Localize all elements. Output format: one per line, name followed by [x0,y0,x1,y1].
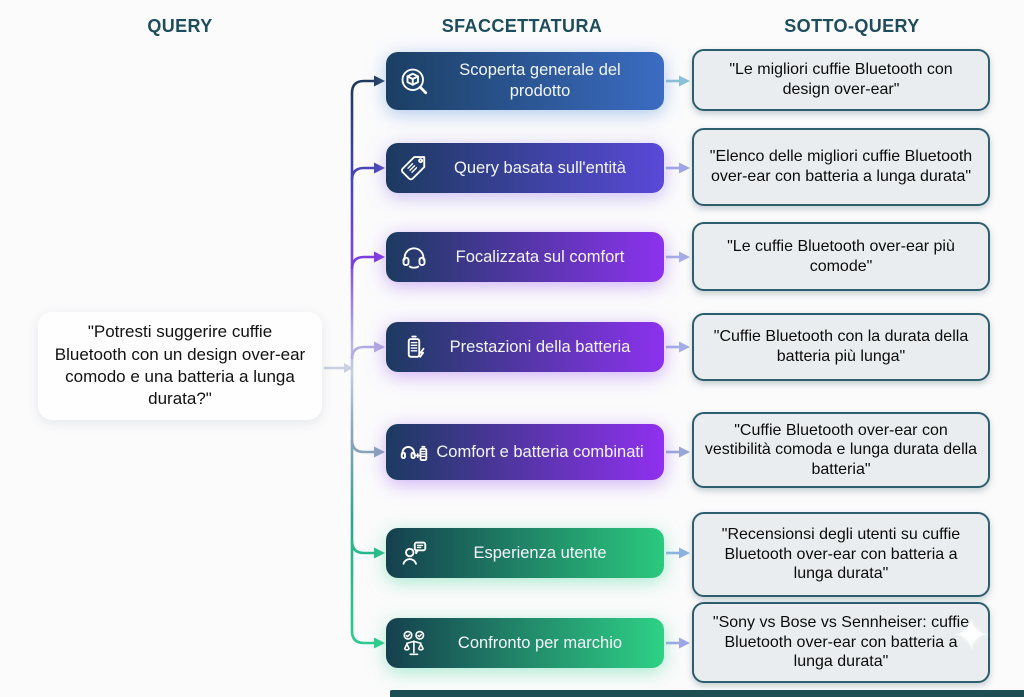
subquery-text: "Elenco delle migliori cuffie Bluetooth … [709,148,973,185]
facet-label: Focalizzata sul comfort [455,247,625,266]
headphones-comfort-icon [398,242,430,272]
headphones-plus-battery-icon [398,437,430,467]
subquery-box: "Cuffie Bluetooth over-ear con vestibili… [692,412,990,488]
facet-label: Scoperta generale del prodotto [459,61,621,100]
facet-box-product-discovery: Scoperta generale del prodotto [386,52,664,110]
facet-box-user-experience: Esperienza utente [386,528,664,578]
subquery-text: "Cuffie Bluetooth over-ear con vestibili… [704,421,978,478]
column-header-facet: SFACCETTATURA [441,16,603,36]
subquery-box: "Le migliori cuffie Bluetooth con design… [692,49,990,111]
column-header-subquery: SOTTO-QUERY [784,16,920,36]
facet-box-brand-comparison: Confronto per marchio [386,618,664,668]
subquery-box: "Sony vs Bose vs Sennheiser: cuffie Blue… [692,602,990,683]
brand-comparison-icon [398,628,430,658]
facet-label: Query basata sull'entità [454,158,626,177]
facet-box-comfort-battery: Comfort e batteria combinati [386,424,664,480]
column-header-query: QUERY [147,16,213,36]
facet-label: Esperienza utente [473,543,607,562]
facet-box-battery: Prestazioni della batteria [386,322,664,372]
facet-box-comfort: Focalizzata sul comfort [386,232,664,282]
bottom-edge-bar [390,690,1024,697]
facet-box-entity-query: Query basata sull'entità [386,143,664,193]
subquery-box: "Cuffie Bluetooth con la durata della ba… [692,313,990,381]
subquery-text: "Le cuffie Bluetooth over-ear più comode… [727,237,955,275]
subquery-box: "Le cuffie Bluetooth over-ear più comode… [692,222,990,291]
subquery-text: "Sony vs Bose vs Sennheiser: cuffie Blue… [712,614,970,671]
battery-charging-icon [398,332,430,362]
tag-icon [398,153,430,183]
subquery-text: "Recensionsi degli utenti su cuffie Blue… [721,526,961,583]
facet-label: Comfort e batteria combinati [436,442,644,461]
facet-label: Prestazioni della batteria [449,337,631,356]
query-box: "Potresti suggerire cuffie Bluetooth con… [38,312,322,420]
subquery-text: "Cuffie Bluetooth con la durata della ba… [713,328,969,365]
package-search-icon [398,66,430,96]
facet-label: Confronto per marchio [457,633,623,652]
subquery-box: "Elenco delle migliori cuffie Bluetooth … [692,128,990,206]
subquery-box: "Recensionsi degli utenti su cuffie Blue… [692,512,990,597]
user-review-icon [398,538,430,568]
query-text: "Potresti suggerire cuffie Bluetooth con… [54,322,306,409]
subquery-text: "Le migliori cuffie Bluetooth con design… [729,61,953,98]
